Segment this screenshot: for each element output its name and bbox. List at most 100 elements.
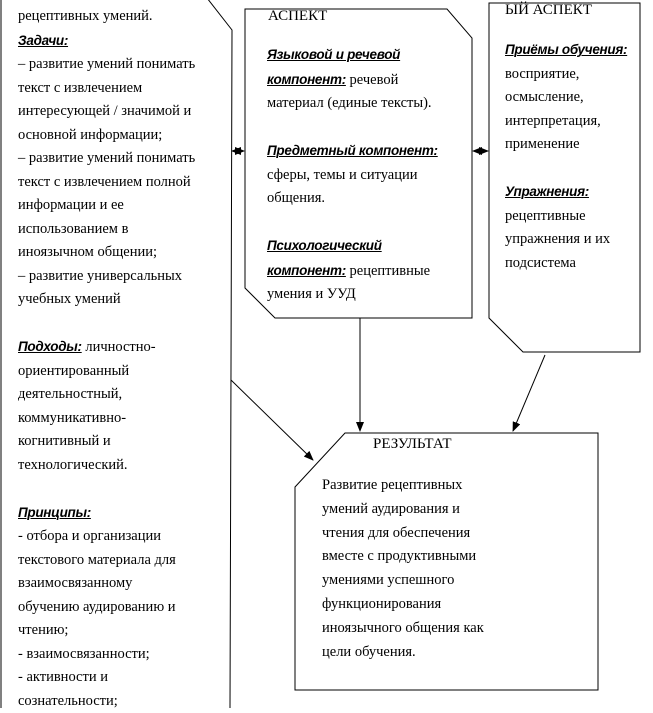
line-text: - отбора и организации — [18, 528, 161, 544]
line-text: взаимосвязанному — [18, 575, 132, 591]
left-box-line: – развитие умений понимать — [18, 147, 195, 171]
right-box-title: ЫЙ АСПЕКТ — [505, 2, 592, 19]
left-box-line: информации и ее — [18, 194, 195, 218]
section-label: компонент: — [267, 72, 346, 87]
line-text: подсистема — [505, 255, 576, 271]
left-box-line: Подходы: личностно- — [18, 335, 195, 360]
line-text: речевой — [346, 72, 398, 88]
left-box-line: основной информации; — [18, 124, 195, 148]
result-line: иноязычного общения как — [322, 617, 484, 641]
line-text: умения и УУД — [267, 286, 356, 302]
section-label: Упражнения: — [505, 184, 589, 199]
result-line: вместе с продуктивными — [322, 545, 484, 569]
right-box-line: подсистема — [505, 252, 627, 276]
line-text: основной информации; — [18, 127, 162, 143]
line-text: – развитие умений понимать — [18, 150, 195, 166]
result-line: цели обучения. — [322, 641, 484, 665]
right-box-line: упражнения и их — [505, 228, 627, 252]
right-box-line: Упражнения: — [505, 180, 627, 205]
middle-box-line: Психологический — [267, 234, 438, 259]
line-text: общения. — [267, 190, 325, 206]
line-text: упражнения и их — [505, 231, 610, 247]
line-text: чтению; — [18, 622, 68, 638]
arrow-right-to-result — [513, 355, 545, 431]
line-text: текст с извлечением полной — [18, 174, 191, 190]
result-line: умениями успешного — [322, 569, 484, 593]
left-box-line: рецептивных умений. — [18, 5, 195, 29]
line-text: коммуникативно- — [18, 410, 126, 426]
middle-box-line — [267, 211, 438, 235]
left-box-text: рецептивных умений. Задачи: – развитие уме… — [18, 5, 195, 713]
result-line: чтения для обеспечения — [322, 522, 484, 546]
left-box-line: деятельностный, — [18, 383, 195, 407]
left-box-line: использованием в — [18, 218, 195, 242]
left-box-line: иноязычном общении; — [18, 241, 195, 265]
left-box-line: - активности и — [18, 666, 195, 690]
left-box-line: Задачи: — [18, 29, 195, 54]
line-text: деятельностный, — [18, 386, 122, 402]
section-label: Подходы: — [18, 339, 82, 354]
right-box-line — [505, 157, 627, 181]
left-box-line — [18, 477, 195, 501]
line-text: восприятие, — [505, 66, 579, 82]
section-label: Задачи: — [18, 33, 68, 48]
middle-box-line: компонент: рецептивные — [267, 259, 438, 284]
left-box-line: Принципы: — [18, 501, 195, 526]
middle-box-line: компонент: речевой — [267, 68, 438, 93]
line-text: сознательности; — [18, 693, 118, 709]
section-label: Приёмы обучения: — [505, 42, 627, 57]
section-label: компонент: — [267, 263, 346, 278]
arrow-left-to-result — [231, 380, 313, 460]
section-label: Предметный компонент: — [267, 143, 438, 158]
line-text: технологический. — [18, 457, 128, 473]
line-text: - активности и — [18, 669, 108, 685]
line-text: рецептивные — [505, 208, 586, 224]
line-text: текстового материала для — [18, 552, 176, 568]
line-text: информации и ее — [18, 197, 124, 213]
left-box-line: – развитие умений понимать — [18, 53, 195, 77]
left-box-line: текст с извлечением — [18, 77, 195, 101]
right-box-line: интерпретация, — [505, 110, 627, 134]
line-text: ориентированный — [18, 363, 129, 379]
left-box-line: чтению; — [18, 619, 195, 643]
left-box-line: текст с извлечением полной — [18, 171, 195, 195]
line-text: обучению аудированию и — [18, 599, 176, 615]
middle-box-line: сферы, темы и ситуации — [267, 164, 438, 188]
middle-box-line: умения и УУД — [267, 283, 438, 307]
middle-box-line — [267, 116, 438, 140]
line-text: применение — [505, 136, 580, 152]
middle-box-line: Языковой и речевой — [267, 43, 438, 68]
right-box-line: рецептивные — [505, 205, 627, 229]
left-box-line: – развитие универсальных — [18, 265, 195, 289]
result-line: Развитие рецептивных — [322, 474, 484, 498]
line-text: иноязычном общении; — [18, 244, 157, 260]
left-box-line: технологический. — [18, 454, 195, 478]
left-box-line — [18, 312, 195, 336]
line-text: учебных умений — [18, 291, 121, 307]
line-text: рецептивные — [346, 263, 430, 279]
middle-box-line: материал (единые тексты). — [267, 92, 438, 116]
result-line: умений аудирования и — [322, 498, 484, 522]
line-text: сферы, темы и ситуации — [267, 167, 418, 183]
line-text: материал (единые тексты). — [267, 95, 432, 111]
middle-box-line: общения. — [267, 187, 438, 211]
left-box-line: текстового материала для — [18, 549, 195, 573]
line-text: интерпретация, — [505, 113, 601, 129]
line-text: интересующей / значимой и — [18, 103, 191, 119]
middle-box-line: Предметный компонент: — [267, 139, 438, 164]
line-text: – развитие универсальных — [18, 268, 182, 284]
result-box-title: РЕЗУЛЬТАТ — [373, 436, 452, 453]
line-text: когнитивный и — [18, 433, 111, 449]
left-box-line: коммуникативно- — [18, 407, 195, 431]
right-box-line: применение — [505, 133, 627, 157]
line-text: осмысление, — [505, 89, 584, 105]
right-box-line: осмысление, — [505, 86, 627, 110]
section-label: Принципы: — [18, 505, 91, 520]
line-text: - взаимосвязанности; — [18, 646, 150, 662]
middle-box-title: АСПЕКТ — [268, 8, 327, 25]
result-line: функционирования — [322, 593, 484, 617]
left-box-line: интересующей / значимой и — [18, 100, 195, 124]
right-box-line: Приёмы обучения: — [505, 38, 627, 63]
